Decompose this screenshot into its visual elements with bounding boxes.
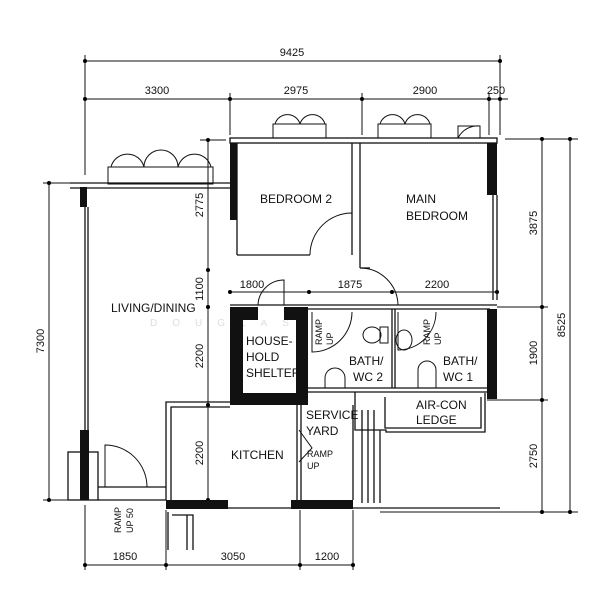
dim-left-1: 2775: [194, 193, 206, 217]
label-service-2: YARD: [306, 424, 339, 438]
dim-right-overall: 8525: [556, 313, 568, 337]
dim-right-1: 3875: [528, 211, 540, 235]
walls: [67, 137, 500, 550]
dim-bottom-1: 1850: [113, 551, 137, 563]
ramp-yard-2: UP: [307, 461, 320, 471]
dim-right-2: 1900: [528, 341, 540, 365]
label-bedroom-2: BEDROOM 2: [260, 192, 332, 206]
label-shelter-2: HOLD: [246, 350, 280, 364]
label-bath1-1: BATH/: [443, 354, 478, 368]
label-main-bedroom-2: BEDROOM: [406, 209, 468, 223]
label-bath2-2: WC 2: [353, 370, 383, 384]
bottom-dimensions: 1850 3050 1200: [83, 505, 355, 570]
dim-top-4: 250: [487, 85, 505, 97]
dim-mid-2: 1875: [338, 279, 362, 291]
dim-overall-width: 9425: [280, 47, 304, 59]
ramp-yard-1: RAMP: [307, 449, 333, 459]
dim-top-1: 3300: [145, 85, 169, 97]
toilets: [324, 326, 437, 388]
label-living-dining: LIVING/DINING: [111, 301, 196, 315]
ramp-bath1-2: UP: [433, 332, 443, 345]
dim-left-4: 2200: [194, 441, 206, 465]
doors: [104, 212, 437, 488]
windows: [107, 114, 481, 185]
label-bath2-1: BATH/: [349, 354, 384, 368]
ramp-bath2-1: RAMP: [314, 319, 324, 345]
label-service-1: SERVICE: [306, 408, 358, 422]
label-main-bedroom-1: MAIN: [406, 192, 436, 206]
dim-left-3: 2200: [194, 344, 206, 368]
watermark: DOUGLAS: [150, 318, 304, 329]
right-dimensions: 3875 1900 2750 8525: [380, 137, 578, 514]
label-shelter-3: SHELTER: [246, 366, 301, 380]
top-dimensions: 9425 3300 2975 2900 250: [83, 47, 508, 175]
label-kitchen: KITCHEN: [231, 448, 284, 462]
ramp-labels: RAMP UP RAMP UP RAMP UP RAMP UP 50: [113, 319, 443, 533]
dim-top-3: 2900: [413, 85, 437, 97]
middle-dimensions: 1800 1875 2200: [228, 279, 499, 294]
label-aircon-1: AIR-CON: [416, 398, 467, 412]
dim-mid-1: 1800: [240, 279, 264, 291]
dim-left-2: 1100: [194, 277, 206, 301]
ramp-entrance-1: RAMP: [113, 507, 123, 533]
left-dimensions: 7300 2775 1100 2200 2200: [35, 138, 226, 502]
ramp-entrance-2: UP 50: [125, 508, 135, 533]
room-labels: BEDROOM 2 MAIN BEDROOM LIVING/DINING HOU…: [111, 192, 478, 462]
dim-top-2: 2975: [284, 85, 308, 97]
dim-bottom-3: 1200: [315, 551, 339, 563]
label-shelter-1: HOUSE-: [246, 334, 293, 348]
label-aircon-2: LEDGE: [416, 413, 457, 427]
dim-mid-3: 2200: [425, 279, 449, 291]
dim-left-overall: 7300: [35, 329, 47, 353]
ramp-bath2-2: UP: [325, 332, 335, 345]
label-bath1-2: WC 1: [443, 370, 473, 384]
dim-right-3: 2750: [528, 444, 540, 468]
dim-bottom-2: 3050: [221, 551, 245, 563]
ramp-bath1-1: RAMP: [422, 319, 432, 345]
